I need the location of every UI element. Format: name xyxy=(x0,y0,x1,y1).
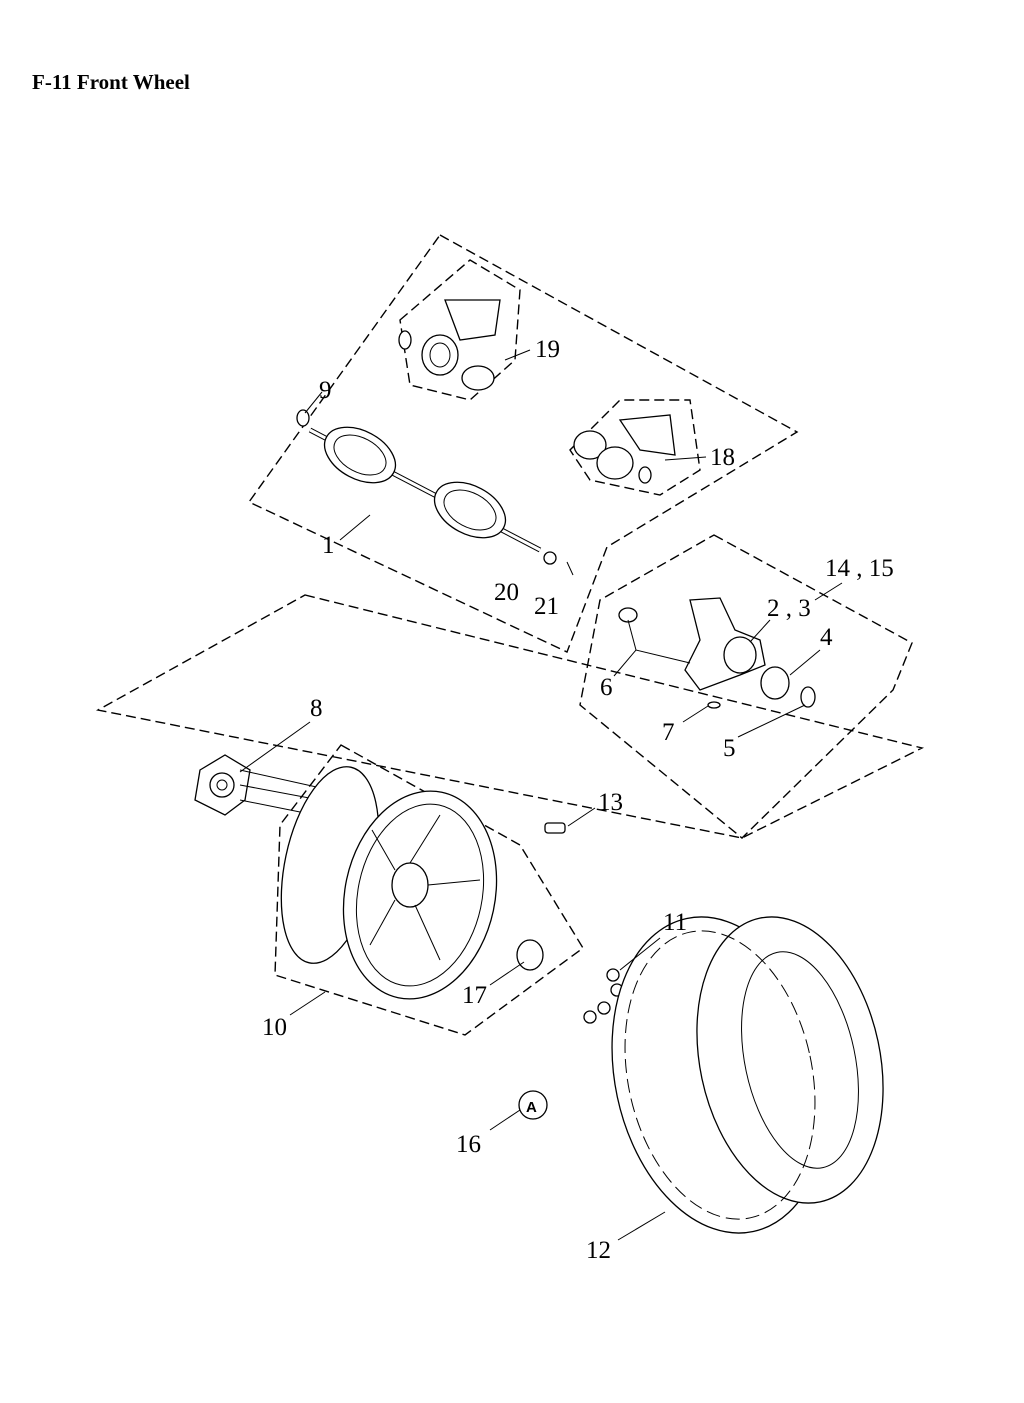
callout-16: 16 xyxy=(456,1131,481,1158)
boot-kit-19-outline xyxy=(399,259,521,401)
boot-kit-18 xyxy=(573,414,676,484)
hub-cap-17 xyxy=(516,939,544,971)
callout-14-15: 14 , 15 xyxy=(825,555,894,582)
callout-8: 8 xyxy=(310,695,323,722)
callout-11: 11 xyxy=(663,909,687,936)
axle-nut xyxy=(543,551,557,565)
callout-21: 21 xyxy=(534,593,559,620)
wheel-hub xyxy=(194,754,331,816)
callout-13: 13 xyxy=(598,789,623,816)
hub-group-outline xyxy=(95,594,925,839)
knuckle-group-outline xyxy=(579,534,913,839)
rim-group-outline xyxy=(274,744,584,1036)
callout-10: 10 xyxy=(262,1014,287,1041)
steering-knuckle xyxy=(618,597,816,709)
callout-19: 19 xyxy=(535,336,560,363)
callout-18: 18 xyxy=(710,444,735,471)
callout-9: 9 xyxy=(319,377,332,404)
drive-shaft-group-outline xyxy=(247,234,799,653)
cotter-pin xyxy=(566,561,574,576)
valve-stem xyxy=(544,822,566,834)
wheel-rim xyxy=(280,766,544,1000)
callout-12: 12 xyxy=(586,1237,611,1264)
callout-17: 17 xyxy=(462,982,487,1009)
center-emblem: A xyxy=(518,1090,548,1120)
leader-lines xyxy=(239,349,843,1241)
callout-20: 20 xyxy=(494,579,519,606)
tire xyxy=(611,916,884,1234)
washer xyxy=(707,701,721,709)
callout-2-3: 2 , 3 xyxy=(767,595,811,622)
callout-6: 6 xyxy=(600,674,613,701)
boot-kit-18-outline xyxy=(569,399,701,496)
bearing xyxy=(760,666,790,700)
callout-7: 7 xyxy=(662,719,675,746)
svg-text:A: A xyxy=(526,1099,537,1116)
boot-kit-19 xyxy=(398,299,501,391)
callout-1: 1 xyxy=(322,532,335,559)
callout-4: 4 xyxy=(820,624,833,651)
ball-joint xyxy=(618,607,638,623)
page-title: F-11 Front Wheel xyxy=(32,70,190,94)
drive-shaft xyxy=(296,409,542,553)
circlip xyxy=(800,686,816,708)
callout-5: 5 xyxy=(723,735,736,762)
